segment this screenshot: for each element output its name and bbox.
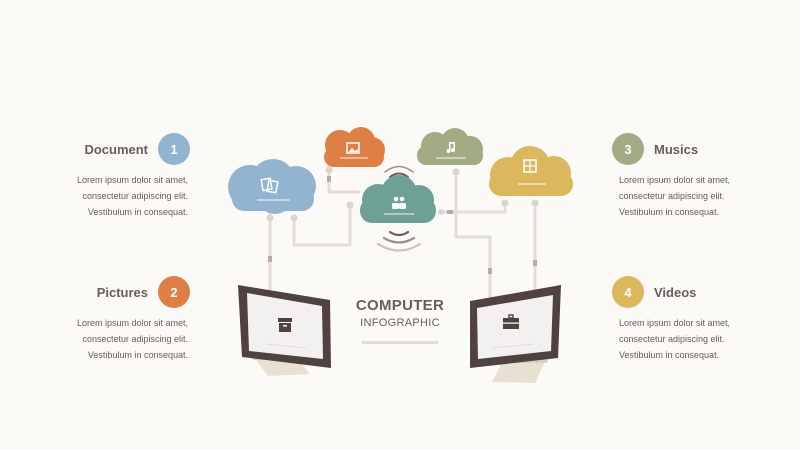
monitor-right <box>470 285 561 383</box>
item-description: Lorem ipsum dolor sit amet, consectetur … <box>76 318 188 360</box>
info-item-pictures: Pictures 2 Lorem ipsum dolor sit amet, c… <box>0 276 190 363</box>
briefcase-icon <box>503 314 519 329</box>
number-badge: 2 <box>158 276 190 308</box>
cloud-videos <box>489 146 573 196</box>
item-title: Videos <box>654 284 697 300</box>
cloud-center <box>360 175 436 223</box>
item-title: Musics <box>654 141 699 157</box>
item-description: Lorem ipsum dolor sit amet, consectetur … <box>619 175 731 217</box>
item-description: Lorem ipsum dolor sit amet, consectetur … <box>619 318 731 360</box>
item-title: Document <box>84 141 148 157</box>
title-underline <box>362 341 438 344</box>
music-note-icon <box>446 142 455 153</box>
info-item-musics: 3 Musics Lorem ipsum dolor sit amet, con… <box>612 133 800 220</box>
connector-orange-to-teal <box>327 165 360 194</box>
title-line-1: COMPUTER <box>355 297 445 314</box>
archive-box-icon <box>278 318 292 332</box>
cloud-musics <box>417 128 483 165</box>
title-line-2: INFOGRAPHIC <box>360 317 440 329</box>
number-badge: 4 <box>612 276 644 308</box>
connector-marks <box>268 176 537 274</box>
wifi-signal-icon <box>376 165 422 252</box>
connector-teal-to-left-monitor <box>292 205 352 247</box>
cloud-pictures <box>324 127 385 167</box>
connector-lines <box>268 165 537 300</box>
item-description: Lorem ipsum dolor sit amet, consectetur … <box>76 175 188 217</box>
number-badge: 1 <box>158 133 190 165</box>
info-item-document: Document 1 Lorem ipsum dolor sit amet, c… <box>0 133 190 220</box>
users-icon <box>392 196 406 209</box>
cloud-document <box>228 159 316 214</box>
monitor-left <box>238 285 331 376</box>
connector-dots <box>266 166 539 222</box>
center-title: COMPUTER INFOGRAPHIC <box>345 297 455 344</box>
film-icon <box>523 159 537 173</box>
item-title: Pictures <box>96 284 148 300</box>
connector-music-to-right-monitor <box>454 170 492 297</box>
number-badge: 3 <box>612 133 644 165</box>
picture-icon <box>346 142 360 154</box>
documents-icon <box>260 177 279 194</box>
info-item-videos: 4 Videos Lorem ipsum dolor sit amet, con… <box>612 276 800 363</box>
